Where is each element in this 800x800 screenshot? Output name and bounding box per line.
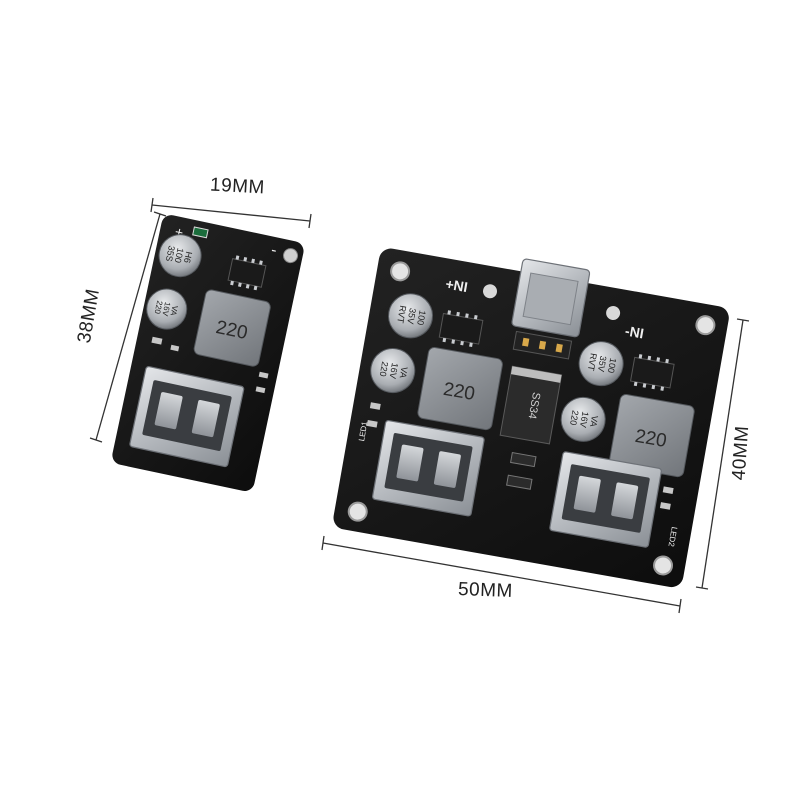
- input-pads: [483, 284, 621, 320]
- large-module-board: +NI -NI 100 35V RVT VA 16V 220 220: [333, 248, 729, 588]
- cap-rb-marking-1: VA: [588, 415, 600, 428]
- ic-pins: [230, 255, 263, 291]
- cap-lb-marking-3: 220: [378, 361, 390, 378]
- cap-top-marking-3: 35S: [164, 245, 177, 263]
- cap-bottom-marking-1: VA: [168, 305, 179, 317]
- diode-marking: SS34: [526, 391, 542, 420]
- cap-rt-marking-1: 100: [606, 357, 618, 374]
- cap-top-marking-2: 100: [173, 247, 186, 264]
- ic-chip-right: [629, 356, 675, 389]
- mounting-holes: [347, 261, 716, 576]
- cap-lt-marking-3: RVT: [395, 305, 408, 325]
- capacitor-right-bottom: [560, 396, 606, 442]
- small-module-board: + - H6 100 35S VA 16V 220 220: [112, 215, 304, 492]
- ic-chip-left: [438, 312, 484, 345]
- usb-contact: [611, 482, 639, 520]
- header-pins: [522, 337, 563, 353]
- small-plus-sign: +: [173, 223, 184, 240]
- input-minus-label: -NI: [624, 322, 645, 341]
- led2-label: LED2: [666, 526, 678, 548]
- inductor-left: [417, 347, 503, 431]
- smd-components: [151, 336, 269, 394]
- cap-rb-marking-3: 220: [568, 410, 580, 427]
- cap-rt-marking-2: 35V: [596, 355, 609, 373]
- cap-rb-marking-2: 16V: [578, 411, 591, 429]
- capacitor-left-top: [388, 293, 434, 339]
- capacitor-right-top: [578, 341, 624, 387]
- cap-lb-marking-1: VA: [398, 366, 410, 379]
- usb-contact: [573, 475, 601, 513]
- mounting-hole: [283, 248, 299, 264]
- small-capacitor-bottom: [146, 288, 188, 330]
- small-capacitor-top: [158, 234, 202, 278]
- usb-contact: [433, 451, 461, 488]
- usb-contact: [396, 444, 424, 482]
- dimension-lines: [89, 197, 750, 614]
- led1-label: LED1: [357, 420, 369, 442]
- small-inductor: [193, 289, 271, 367]
- ic-pins: [633, 354, 669, 391]
- capacitor-left-bottom: [370, 348, 416, 394]
- cap-bottom-marking-2: 16V: [160, 301, 172, 317]
- cap-top-marking-1: H6: [182, 251, 194, 264]
- usb-contact: [154, 392, 183, 430]
- small-ic-chip: [227, 258, 267, 288]
- input-plus-label: +NI: [444, 276, 469, 296]
- cap-lb-marking-2: 16V: [387, 362, 400, 380]
- cap-rt-marking-3: RVT: [586, 352, 599, 372]
- cap-bottom-marking-3: 220: [153, 300, 165, 315]
- input-terminal-face: [522, 272, 579, 326]
- cap-lt-marking-2: 35V: [405, 307, 418, 325]
- ic-pins: [442, 310, 478, 347]
- usb-contact: [191, 400, 220, 438]
- small-led: [192, 226, 209, 239]
- smd-components: [366, 402, 674, 510]
- small-minus-sign: -: [270, 242, 279, 260]
- diode-band: [510, 366, 562, 383]
- cap-lt-marking-1: 100: [415, 309, 427, 326]
